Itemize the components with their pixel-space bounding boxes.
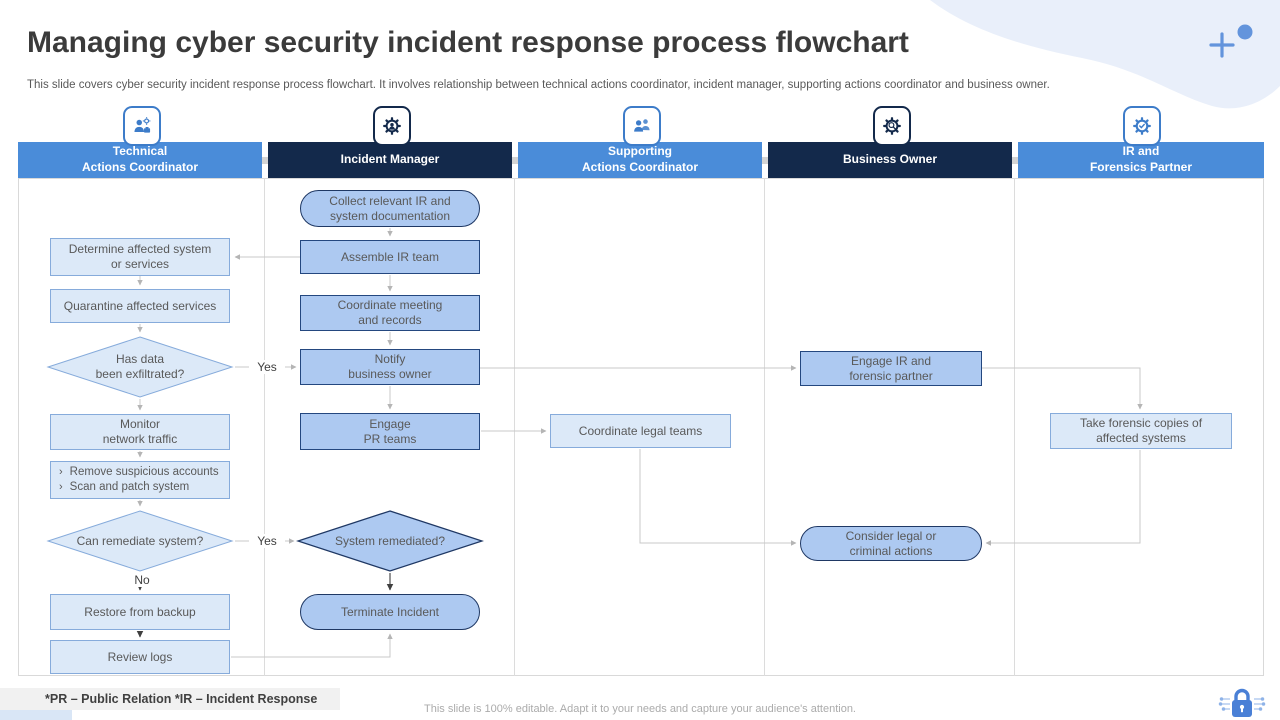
lock-icon — [1218, 688, 1266, 717]
node-quarantine-affected-services: Quarantine affected services — [50, 289, 230, 323]
node-label: Determine affected system or services — [68, 242, 212, 271]
list-item-label: Remove suspicious accounts — [69, 466, 219, 479]
node-consider-legal-actions: Consider legal or criminal actions — [800, 526, 982, 561]
plus-icon — [1209, 32, 1235, 58]
team-icon — [634, 119, 650, 132]
node-notify-business-owner: Notify business owner — [300, 349, 480, 385]
page-subtitle: This slide covers cyber security inciden… — [27, 79, 1050, 91]
header-gap — [1012, 157, 1018, 164]
lane-header-incident-manager: Incident Manager — [268, 142, 512, 178]
bottom-left-accent-strip — [0, 710, 72, 720]
decorative-blob — [930, 0, 1280, 109]
abbreviation-note: *PR – Public Relation *IR – Incident Res… — [45, 692, 318, 706]
gear-person-icon — [383, 117, 401, 135]
branch-label-yes-remediate: Yes — [249, 534, 285, 548]
lane-header-label: Supporting Actions Coordinator — [582, 144, 698, 174]
header-gap — [512, 157, 518, 164]
list-item-label: Scan and patch system — [69, 481, 190, 493]
list-item: › Remove suspicious accounts — [59, 465, 219, 480]
node-label: Engage PR teams — [363, 416, 417, 446]
node-engage-pr-teams: Engage PR teams — [300, 413, 480, 450]
editable-note: This slide is 100% editable. Adapt it to… — [424, 703, 856, 715]
list-item: › Scan and patch system — [59, 480, 189, 495]
engineer-icon — [134, 117, 151, 133]
node-label: Coordinate legal teams — [578, 423, 703, 438]
business-owner-icon-badge — [873, 106, 911, 146]
node-label: Notify business owner — [348, 352, 432, 381]
node-terminate-incident: Terminate Incident — [300, 594, 480, 630]
node-coordinate-legal-teams: Coordinate legal teams — [550, 414, 731, 448]
ir-forensics-icon-badge — [1123, 106, 1161, 146]
dot-decoration — [1237, 24, 1253, 40]
header-gap — [762, 157, 768, 164]
lane-divider — [1014, 178, 1015, 676]
chevron-bullet-icon: › — [59, 481, 63, 493]
branch-label-yes-exfiltrated: Yes — [249, 360, 285, 374]
node-monitor-network-traffic: Monitor network traffic — [50, 414, 230, 450]
decision-system-remediated: System remediated? — [296, 510, 484, 572]
lane-header-label: Technical Actions Coordinator — [82, 144, 198, 174]
node-label: Coordinate meeting and records — [337, 298, 443, 327]
node-coordinate-meeting-records: Coordinate meeting and records — [300, 295, 480, 331]
node-label: Monitor network traffic — [102, 417, 178, 446]
lane-header-business-owner: Business Owner — [768, 142, 1012, 178]
gear-search-icon — [883, 117, 901, 135]
node-label: Take forensic copies of affected systems — [1079, 416, 1203, 445]
node-remediation-checklist: › Remove suspicious accounts › Scan and … — [50, 461, 230, 499]
header-gap — [262, 157, 268, 164]
node-collect-documentation: Collect relevant IR and system documenta… — [300, 190, 480, 227]
node-determine-affected-system: Determine affected system or services — [50, 238, 230, 276]
supporting-coordinator-icon-badge — [623, 106, 661, 146]
gear-check-icon — [1133, 117, 1151, 135]
chevron-bullet-icon: › — [59, 466, 63, 479]
node-label: Restore from backup — [84, 604, 196, 619]
node-label: Assemble IR team — [340, 249, 440, 264]
node-label: Collect relevant IR and system documenta… — [329, 193, 451, 223]
node-label: Consider legal or criminal actions — [845, 528, 937, 558]
incident-manager-icon-badge — [373, 106, 411, 146]
decision-can-remediate-system: Can remediate system? — [46, 510, 234, 572]
node-restore-from-backup: Restore from backup — [50, 594, 230, 630]
node-label: System remediated? — [334, 533, 446, 548]
node-label: Can remediate system? — [76, 533, 204, 548]
node-label: Review logs — [107, 649, 173, 664]
branch-label-no-remediate: No — [126, 573, 158, 587]
decision-has-data-exfiltrated: Has data been exfiltrated? — [46, 336, 234, 398]
lane-header-label: IR and Forensics Partner — [1089, 144, 1193, 174]
node-label: Has data been exfiltrated? — [95, 352, 185, 381]
lane-header-technical-actions-coordinator: Technical Actions Coordinator — [18, 142, 262, 178]
abbreviation-note-bar: *PR – Public Relation *IR – Incident Res… — [0, 688, 340, 710]
lane-header-ir-forensics-partner: IR and Forensics Partner — [1018, 142, 1264, 178]
node-take-forensic-copies: Take forensic copies of affected systems — [1050, 413, 1232, 449]
node-engage-ir-forensic-partner: Engage IR and forensic partner — [800, 351, 982, 386]
flowchart-canvas — [18, 178, 1264, 676]
lane-header-supporting-actions-coordinator: Supporting Actions Coordinator — [518, 142, 762, 178]
page-title: Managing cyber security incident respons… — [27, 26, 909, 59]
node-label: Quarantine affected services — [63, 298, 217, 313]
node-label: Terminate Incident — [340, 604, 440, 619]
lane-divider — [264, 178, 265, 676]
node-label: Engage IR and forensic partner — [849, 353, 933, 383]
lane-header-label: Incident Manager — [340, 152, 440, 167]
lane-divider — [764, 178, 765, 676]
lane-divider — [514, 178, 515, 676]
node-assemble-ir-team: Assemble IR team — [300, 240, 480, 274]
lane-header-label: Business Owner — [842, 152, 938, 167]
technical-coordinator-icon-badge — [123, 106, 161, 146]
node-review-logs: Review logs — [50, 640, 230, 674]
